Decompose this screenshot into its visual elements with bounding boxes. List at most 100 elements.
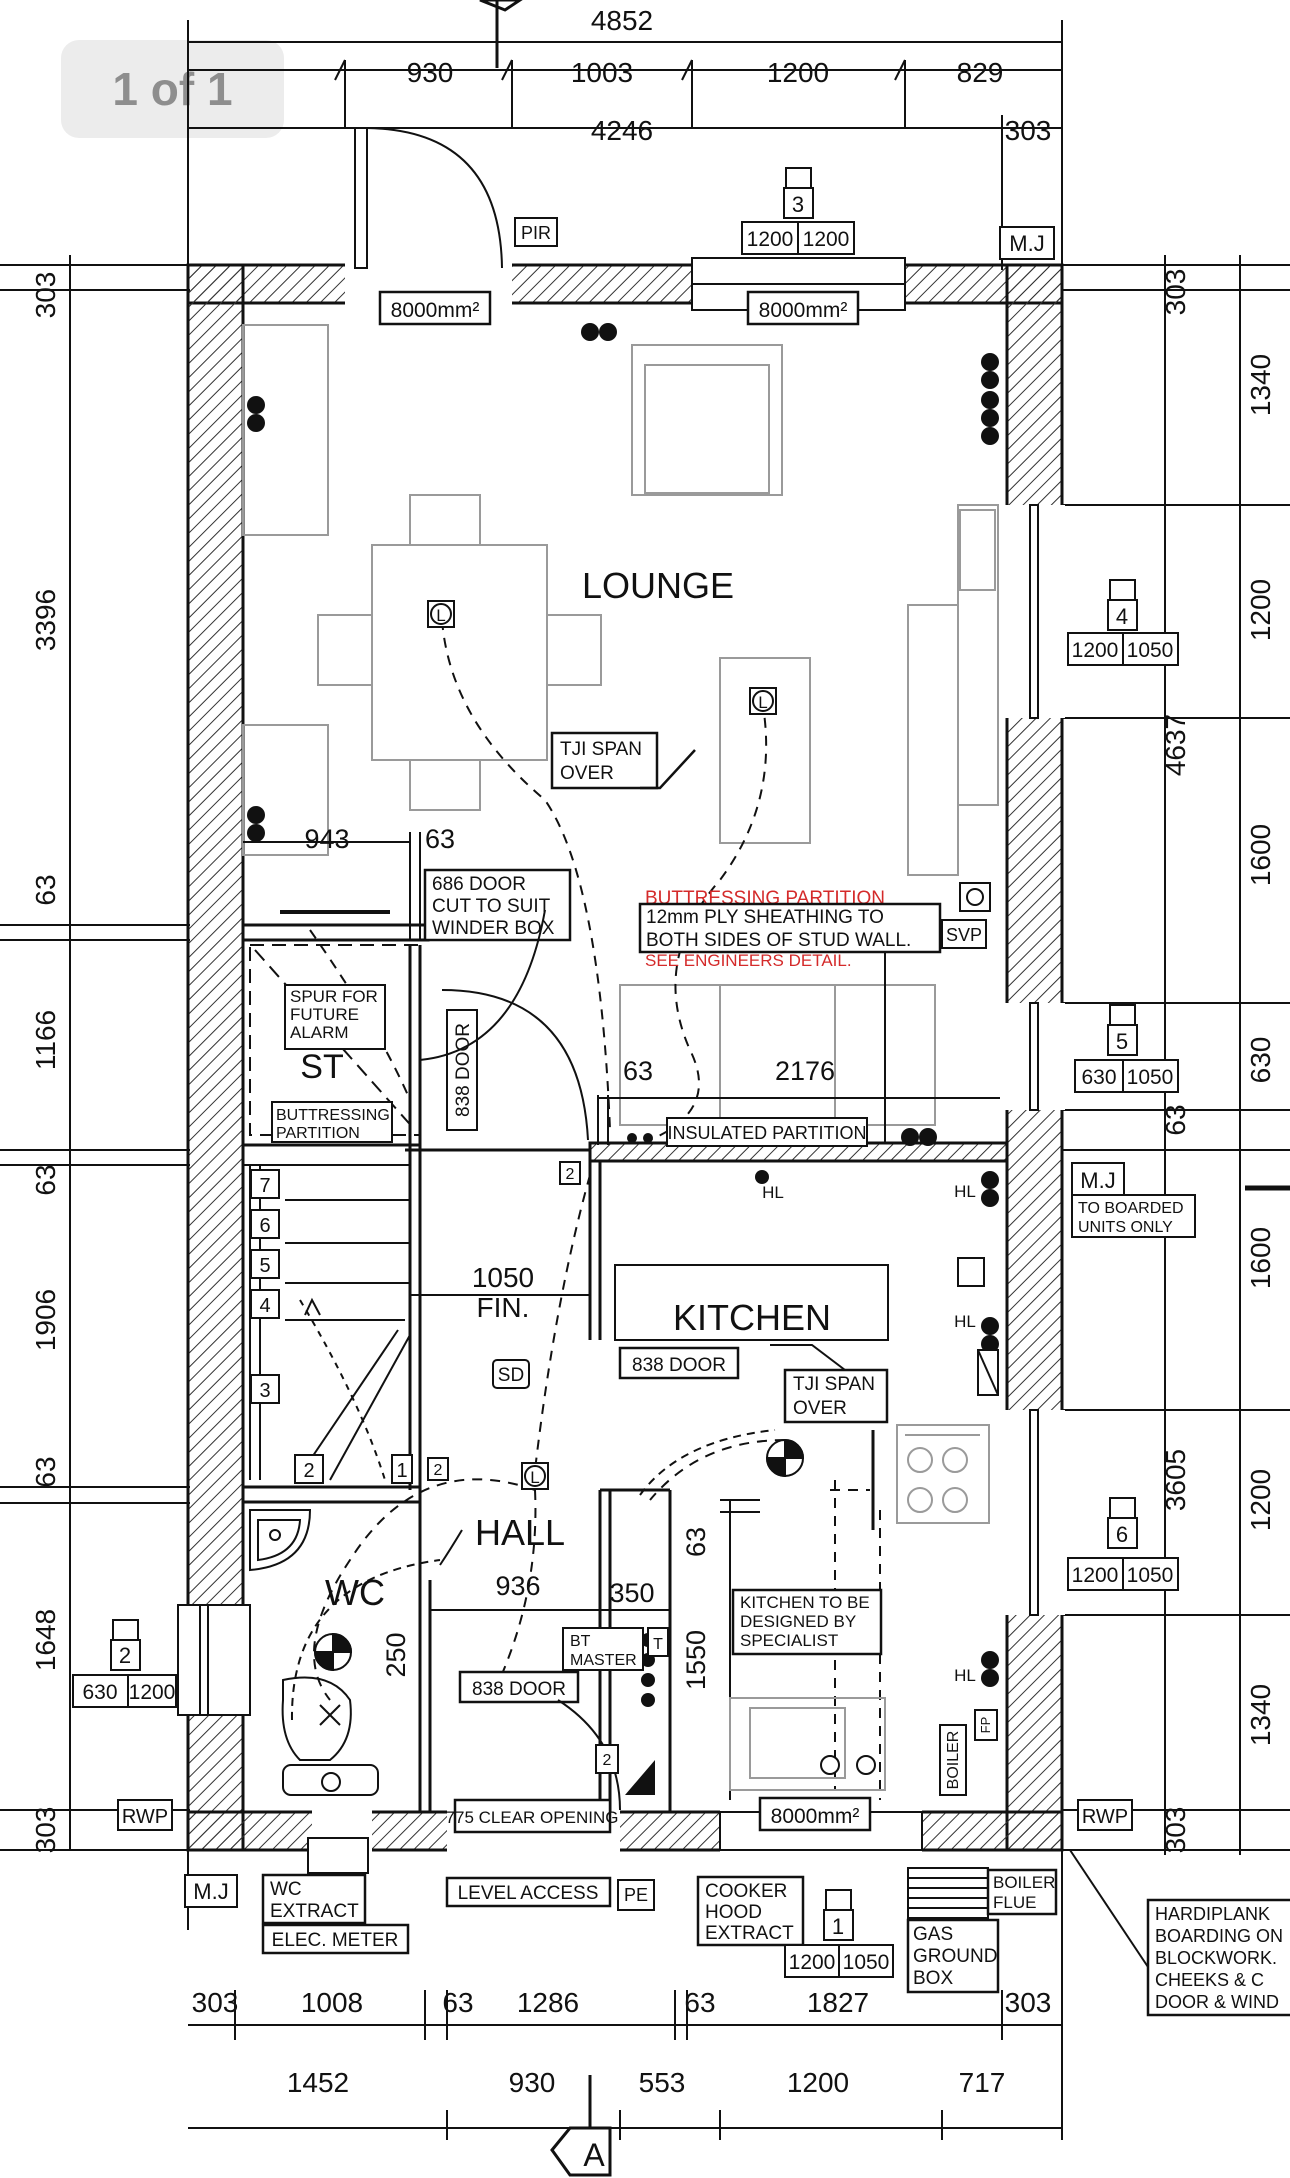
spur-box (284, 984, 386, 1050)
light-fittings (427, 600, 777, 1490)
room-label-store: ST (300, 1048, 343, 1086)
window-4-h: 1050 (1127, 639, 1174, 662)
fp-box (974, 1709, 998, 1741)
dim-bottom-1008: 1008 (301, 1987, 363, 2018)
dim-bottom-63: 63 (442, 1987, 473, 2018)
sd-label: SD (498, 1365, 524, 1386)
kitchen-door-swing (639, 1429, 776, 1496)
clear-opening: 775 CLEAR OPENING (446, 1808, 619, 1827)
boiler-label: BOILER (945, 1731, 962, 1790)
pe-box (617, 1879, 655, 1911)
step-2: 2 (303, 1460, 314, 1482)
step-2d: 2 (603, 1752, 612, 1769)
hardi-1: HARDIPLANK (1155, 1904, 1270, 1924)
window-6-h: 1050 (1127, 1564, 1174, 1587)
section-marker-bottom (550, 2075, 612, 2177)
dim-right-1600b: 1600 (1245, 1227, 1276, 1289)
dim-fin: FIN. (477, 1292, 530, 1323)
dim-left-303: 303 (30, 272, 61, 319)
dim-right-63: 63 (1160, 1104, 1191, 1135)
dim-1550: 1550 (681, 1630, 711, 1690)
door838-hall-box (458, 1670, 580, 1704)
hl-3: HL (954, 1312, 976, 1331)
dim-left-1166: 1166 (30, 1010, 61, 1070)
mj-right-3: UNITS ONLY (1078, 1219, 1173, 1236)
cooker-2: HOOD (705, 1902, 762, 1923)
hardi-leader (1069, 1849, 1151, 1971)
page-indicator[interactable]: 1 of 1 (61, 40, 284, 138)
window-2-w: 630 (82, 1681, 117, 1704)
dim-350: 350 (609, 1578, 654, 1608)
window-tag-3 (741, 167, 855, 255)
vent-lounge-box-1 (378, 290, 492, 326)
tji-span-lounge (550, 731, 696, 790)
hardi-2: BOARDING ON (1155, 1926, 1283, 1946)
pir-box (514, 217, 558, 247)
door686-line3: WINDER BOX (432, 918, 555, 939)
kitchen-spec-2: DESIGNED BY (740, 1612, 856, 1631)
ply-note-2: BOTH SIDES OF STUD WALL. (646, 930, 911, 951)
gas-box (906, 1918, 1000, 1994)
section-label-a: A (583, 2137, 605, 2173)
level-access-box (445, 1876, 612, 1908)
window-1-w: 1200 (789, 1951, 836, 1974)
wc-toilet (281, 1676, 379, 1796)
dim-right-1200: 1200 (1245, 579, 1276, 641)
tji-2-line1: TJI SPAN (793, 1374, 875, 1395)
dim-left-63a: 63 (30, 874, 61, 905)
elec-meter-box (261, 1923, 410, 1955)
elec-meter: ELEC. METER (272, 1930, 399, 1951)
ply-note-box (638, 902, 942, 954)
tji-2-arrow (770, 1344, 846, 1371)
dim-right-1340b: 1340 (1245, 1684, 1276, 1746)
extract-fans (313, 1438, 805, 1672)
door838-kitchen: 838 DOOR (632, 1355, 726, 1376)
window-3-h: 1200 (803, 228, 850, 251)
sink (729, 1697, 886, 1791)
dim-left-1906: 1906 (30, 1289, 61, 1351)
cooker-3: EXTRACT (705, 1923, 794, 1944)
step-6: 6 (259, 1215, 270, 1237)
window-5-w: 630 (1081, 1066, 1116, 1089)
gas-1: GAS (913, 1924, 953, 1945)
boiler-flue-1: BOILER (993, 1873, 1055, 1892)
mj-right-2: TO BOARDED (1078, 1200, 1184, 1217)
hall-dim-lines (430, 1600, 670, 1625)
kitchen-spec-3: SPECIALIST (740, 1631, 838, 1650)
dim-936: 936 (495, 1571, 540, 1601)
window-tag-1 (784, 1889, 894, 1978)
vent-lounge-box-2 (746, 290, 860, 326)
wc-extract-1: WC (270, 1879, 302, 1900)
gas-2: GROUND (913, 1946, 997, 1967)
buttress-box-2: PARTITION (276, 1125, 360, 1142)
tji-1-line1: TJI SPAN (560, 739, 642, 760)
vent-lounge-2: 8000mm² (759, 299, 848, 322)
dim-63-kitchen: 63 (681, 1527, 711, 1557)
boiler-flue-2: FLUE (993, 1893, 1036, 1912)
pe-label: PE (624, 1885, 648, 1905)
t-marker-box (647, 1627, 669, 1657)
wc-extract-2: EXTRACT (270, 1901, 359, 1922)
hall-stair-arrow (625, 1760, 655, 1795)
lounge-dim-lines (243, 832, 421, 940)
fp-label: FP (978, 1717, 993, 1734)
window-6-w: 1200 (1072, 1564, 1119, 1587)
window-6-num: 6 (1116, 1522, 1128, 1547)
dim-bottom-1200: 1200 (787, 2067, 849, 2098)
boiler-flue-box (986, 1868, 1058, 1916)
t-box (595, 1744, 619, 1774)
step-5: 5 (259, 1255, 270, 1277)
window-3-num: 3 (792, 192, 804, 217)
vent-kitchen-box (758, 1796, 872, 1832)
dim-right-1200b: 1200 (1245, 1469, 1276, 1531)
meter-box (307, 1837, 369, 1874)
tji-kitchen-box (783, 1368, 889, 1424)
dim-top-303: 303 (1005, 115, 1052, 146)
hardi-5: DOOR & WIND (1155, 1992, 1279, 2012)
window-1-num: 1 (832, 1914, 844, 1939)
hall-switch-mark (439, 1529, 463, 1566)
hardi-box (1146, 1898, 1290, 2017)
spur-3: ALARM (290, 1023, 349, 1042)
mj-right-box (1071, 1162, 1125, 1196)
